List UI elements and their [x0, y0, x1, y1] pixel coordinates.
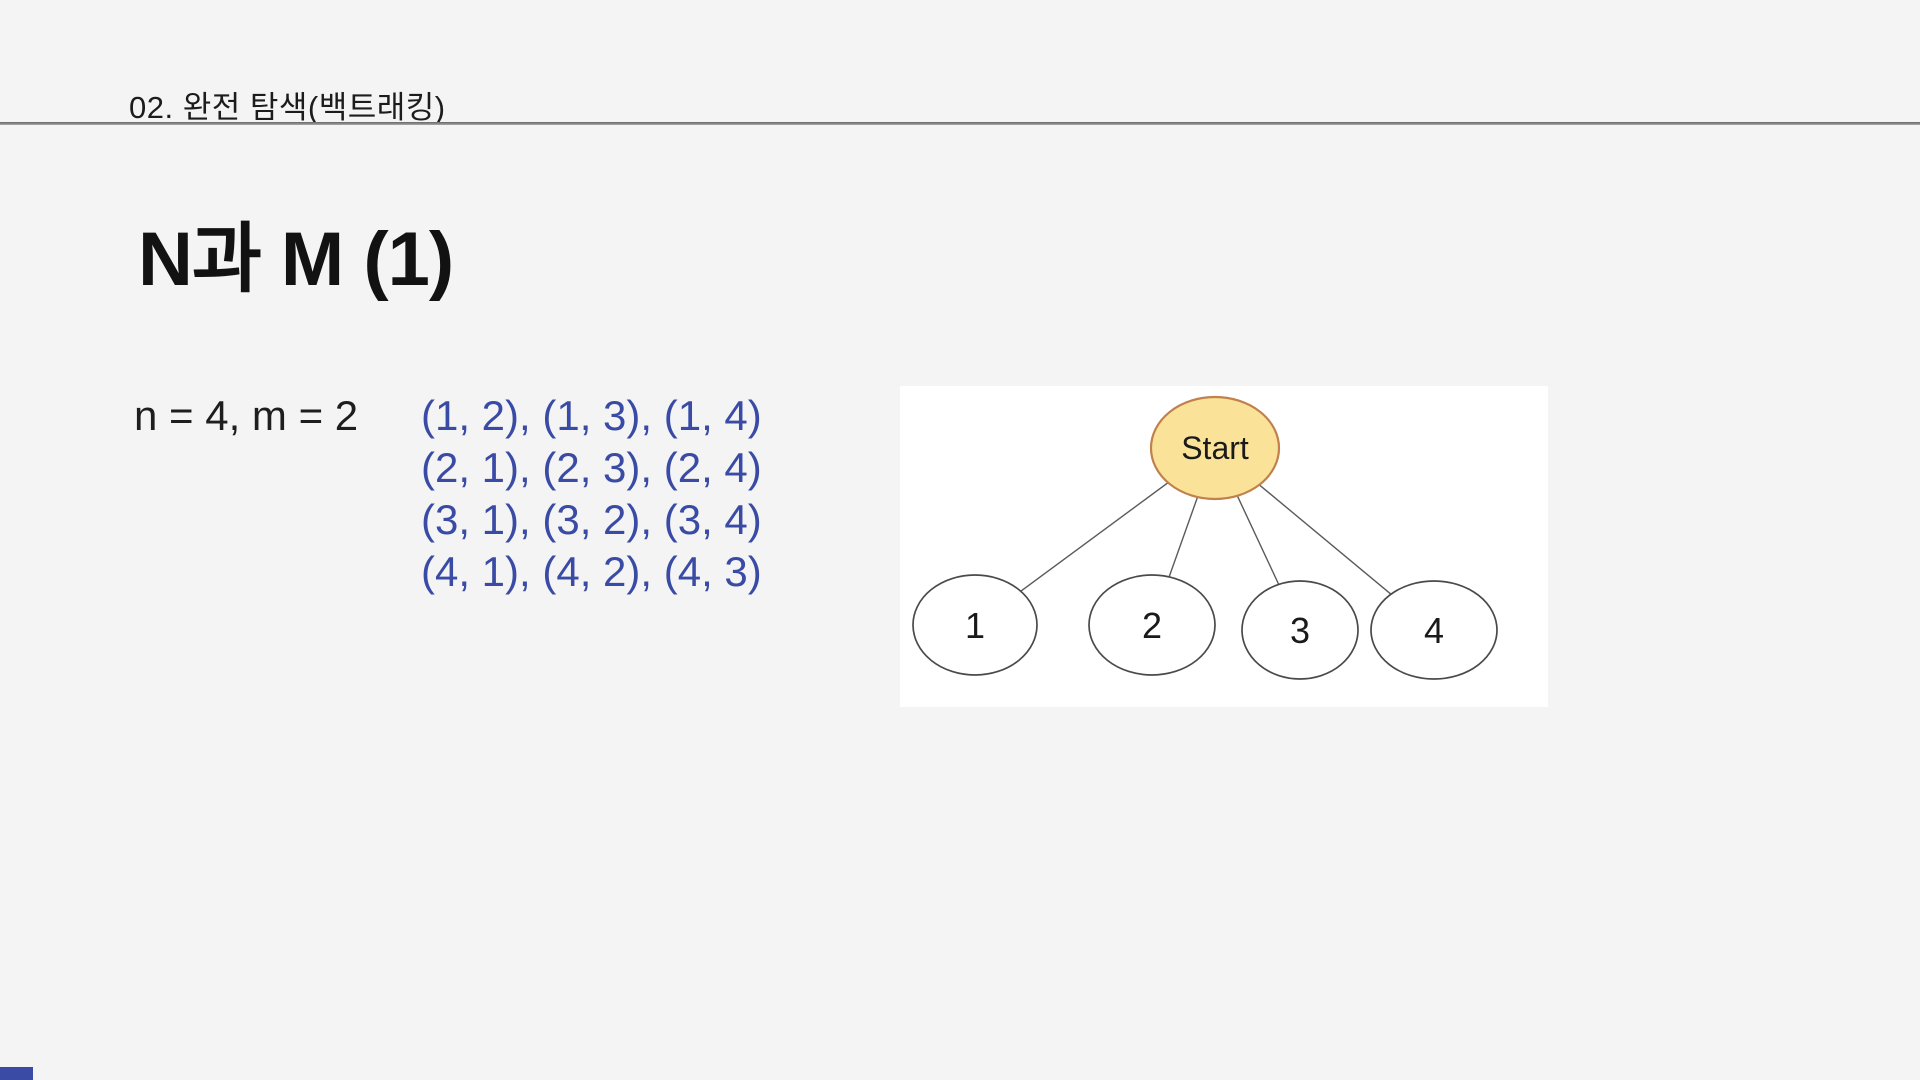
header-breadcrumb: 02. 완전 탐색(백트래킹): [129, 90, 446, 125]
pair-line: (3, 1), (3, 2), (3, 4): [421, 496, 762, 543]
tree-child-label: 4: [1424, 610, 1444, 651]
tree-child-label: 2: [1142, 605, 1162, 646]
tree-child-node: [912, 574, 1038, 676]
tree-child-node: [1370, 580, 1498, 680]
pair-line: (4, 1), (4, 2), (4, 3): [421, 548, 762, 595]
tree-diagram-panel: Start 1 2 3 4: [900, 386, 1548, 707]
slide-title: N과 M (1): [138, 217, 454, 302]
tree-child-node: [1241, 580, 1359, 680]
tree-root-label: Start: [1181, 430, 1249, 466]
tree-root-node: [1149, 395, 1281, 501]
tree-child-node: [1088, 574, 1216, 676]
tree-diagram-svg: Start 1 2 3 4: [912, 395, 1498, 680]
tree-child-label: 1: [965, 605, 985, 646]
slide-accent-bar: [0, 1067, 33, 1080]
header-divider: [0, 122, 1920, 125]
pairs-list: (1, 2), (1, 3), (1, 4) (2, 1), (2, 3), (…: [421, 390, 762, 598]
params-text: n = 4, m = 2: [134, 392, 359, 439]
tree-child-label: 3: [1290, 610, 1310, 651]
pair-line: (2, 1), (2, 3), (2, 4): [421, 444, 762, 491]
pair-line: (1, 2), (1, 3), (1, 4): [421, 392, 762, 439]
